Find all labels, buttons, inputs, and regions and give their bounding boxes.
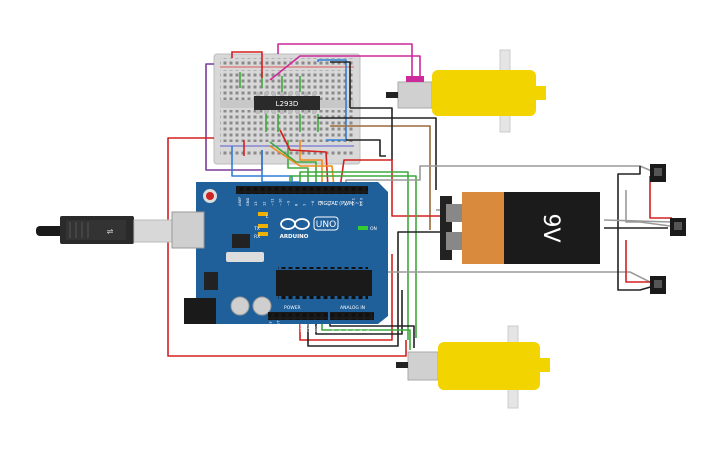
power-pin-label-6: Vin [315,326,319,332]
power-pin-label-3: 5V [292,327,296,332]
wire-orange-b [269,145,335,189]
wire-sensor-gray [625,190,671,227]
usb-icon: ⇌ [107,227,114,236]
l293d-chip[interactable]: L293D [254,92,320,114]
wire-brown [330,125,431,230]
power-label: POWER [284,305,301,311]
battery-label: 9V [538,213,563,242]
sensor-middle[interactable] [670,218,686,236]
digital-pin-label-13: 2 [343,204,347,206]
wire-green-b [269,141,317,188]
digital-pin-label-8: 7 [303,204,307,206]
sensor-top[interactable] [650,164,666,182]
power-pin-label-0: IOREF [269,321,273,332]
wire-black-right [350,107,393,160]
digital-pin-label-7: 8 [295,203,299,206]
arduino-uno-board[interactable]: L TX RX ON ARDUINO UNO DIGITAL (PWM ~) P… [171,182,388,332]
digital-pin-label-3: 12 [262,201,266,206]
on-led-label: ON [370,226,377,232]
analog-label: ANALOG IN [340,305,365,311]
tx-led-label: TX [253,226,260,232]
analog-pin-label-5: A5 [366,327,370,332]
sensor-bottom[interactable] [650,276,666,294]
wire-green-a [287,140,309,188]
wire-sensor-gray-mid [603,219,673,223]
power-pin-label-2: 3.3V [284,323,288,332]
digital-pin-label-0: AREF [238,197,242,206]
arduino-logo [280,218,310,230]
breadboard-red-jumpers [231,51,263,156]
digital-label: DIGITAL (PWM ~) [318,201,361,207]
digital-pin-labels: AREF GND 13 12 ~11 ~10 ~9 8 7 ~6 ~5 4 ~3 2 TX 1 RX 0 [238,197,364,207]
battery-9v[interactable]: 9V [440,192,600,264]
wire-black-top [330,61,351,108]
wire-green-long [299,171,409,340]
breadboard-jumpers [239,72,319,132]
digital-pin-label-4: ~11 [270,198,274,206]
analog-pin-label-4: A4 [359,327,363,332]
wire-black-mid [346,139,386,157]
digital-pin-label-15: RX 0 [360,197,364,206]
analog-pin-label-3: A3 [352,327,356,332]
arduino-model: UNO [316,220,336,230]
wire-magenta-a [277,43,413,78]
wire-red-bb [279,129,329,189]
digital-pin-label-5: ~10 [279,198,283,206]
usb-cable: ⇌ [36,216,173,244]
arduino-brand: ARDUINO [280,234,309,240]
wire-sensor-black [617,166,655,291]
wire-red-loop [167,137,407,357]
l-led-label: L [266,214,269,220]
analog-pin-label-2: A2 [345,327,349,332]
bottom-dc-motor[interactable] [396,325,550,409]
digital-pin-label-12: ~3 [335,201,339,206]
digital-pin-label-11: 4 [327,203,331,206]
top-dc-motor[interactable] [386,49,546,133]
chip-label: L293D [276,100,299,108]
digital-pin-label-14: TX 1 [351,198,355,207]
wire-blue-top [317,59,347,141]
digital-pin-label-9: ~6 [311,200,315,206]
digital-pin-label-1: GND [246,198,250,206]
power-pin-label-1: RESET [277,320,281,332]
wire-magenta-b [269,55,421,81]
power-pin-label-5: GND [307,324,311,332]
wire-black-gnd2 [315,290,403,335]
rx-led-label: RX [254,234,260,240]
analog-pin-label-1: A1 [338,327,342,332]
digital-pin-label-10: ~5 [319,201,323,206]
wire-sensor-red-a [649,176,672,219]
digital-pin-label-2: 13 [254,201,258,206]
wire-red-5v [299,254,393,341]
power-pin-label-4: GND [299,324,303,332]
analog-pin-label-0: A0 [331,327,335,332]
wire-black-gnd [307,231,440,347]
digital-pin-label-6: ~9 [287,200,291,206]
wire-sensor-red-b [625,240,650,283]
